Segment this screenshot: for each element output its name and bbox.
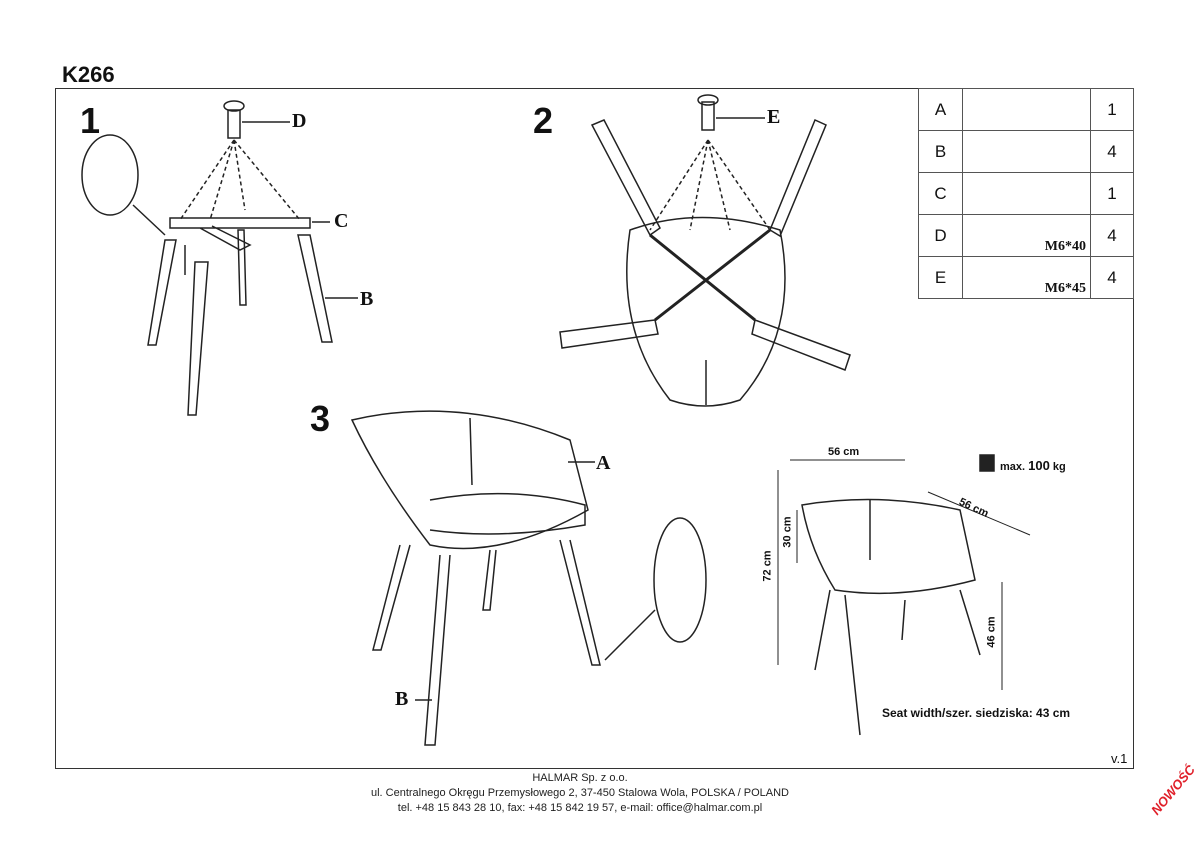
part-image-base	[962, 172, 1091, 215]
label-e: E	[767, 106, 781, 128]
table-row: E M6*45 4	[918, 256, 1134, 299]
part-image-bolt: M6*40	[962, 214, 1091, 257]
part-image-leg	[962, 130, 1091, 173]
dim-height: 72 cm	[761, 550, 774, 582]
dim-seat-height: 46 cm	[985, 616, 998, 648]
part-letter: D	[918, 214, 963, 257]
part-letter: C	[918, 172, 963, 215]
dim-width: 56 cm	[828, 446, 860, 458]
part-qty: 1	[1090, 172, 1134, 215]
bolt-d-icon	[227, 109, 241, 139]
part-qty: 4	[1090, 256, 1134, 299]
part-qty: 4	[1090, 214, 1134, 257]
step3-drawing	[350, 410, 707, 746]
part-letter: B	[918, 130, 963, 173]
part-letter: A	[918, 88, 963, 131]
company-footer: HALMAR Sp. z o.o. ul. Centralnego Okręgu…	[0, 771, 1160, 816]
max-load-prefix: max.	[1000, 461, 1026, 473]
step-number-2: 2	[533, 100, 554, 141]
step1-drawing	[81, 100, 358, 416]
table-row: D M6*40 4	[918, 214, 1134, 257]
max-load-unit: kg	[1052, 461, 1066, 473]
bolt-spec: M6*45	[1044, 281, 1086, 296]
product-code: K266	[62, 62, 115, 87]
part-image-seat	[962, 88, 1091, 131]
step-number-1: 1	[80, 100, 101, 141]
step-number-3: 3	[310, 398, 331, 439]
label-b-step3: B	[395, 688, 409, 710]
label-b: B	[360, 288, 374, 310]
step2-drawing	[559, 94, 851, 407]
bolt-spec: M6*40	[1044, 239, 1086, 254]
max-load: max. 100 kg	[1000, 458, 1066, 473]
seat-width: Seat width/szer. siedziska: 43 cm	[882, 706, 1071, 720]
company-address: ul. Centralnego Okręgu Przemysłowego 2, …	[370, 787, 789, 799]
max-load-value: 100	[1028, 458, 1050, 473]
label-a: A	[596, 452, 611, 474]
part-qty: 4	[1090, 130, 1134, 173]
part-qty: 1	[1090, 88, 1134, 131]
dimension-drawing	[777, 454, 1031, 736]
instruction-frame	[55, 88, 1134, 769]
part-letter: E	[918, 256, 963, 299]
version-label: v.1	[1111, 751, 1128, 766]
label-c: C	[334, 210, 349, 232]
company-contact: tel. +48 15 843 28 10, fax: +48 15 842 1…	[397, 802, 763, 814]
part-image-bolt: M6*45	[962, 256, 1091, 299]
dim-armrest: 30 cm	[781, 516, 794, 548]
label-d: D	[292, 110, 307, 132]
company-name: HALMAR Sp. z o.o.	[532, 772, 628, 784]
